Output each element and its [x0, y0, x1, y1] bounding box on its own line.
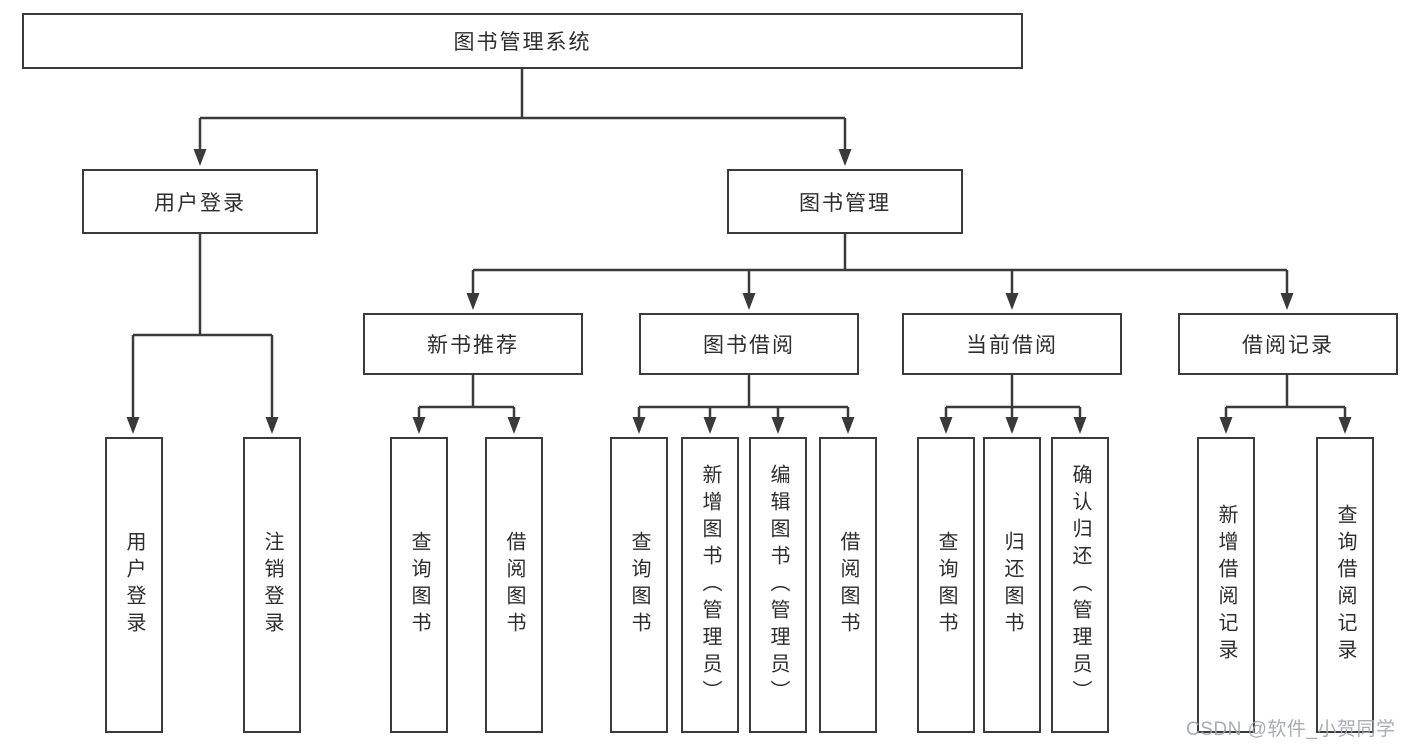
leaf-label: 编辑图书（管理员） — [767, 463, 789, 707]
node-user-login: 用户登录 — [82, 169, 318, 234]
leaf-label: 归还图书 — [1001, 531, 1023, 639]
leaf-label: 注销登录 — [261, 531, 283, 639]
leaf-bb-add-books-admin: 新增图书（管理员） — [681, 437, 739, 733]
leaf-label: 借阅图书 — [503, 531, 525, 639]
node-current-borrow: 当前借阅 — [902, 313, 1122, 375]
leaf-label: 新增借阅记录 — [1215, 504, 1237, 666]
leaf-label: 新增图书（管理员） — [699, 463, 721, 707]
leaf-br-query-record: 查询借阅记录 — [1316, 437, 1374, 733]
leaf-label: 查询图书 — [408, 531, 430, 639]
node-library-management-system: 图书管理系统 — [22, 13, 1023, 69]
leaf-cb-confirm-return-admin: 确认归还（管理员） — [1051, 437, 1109, 733]
leaf-bb-query-books: 查询图书 — [610, 437, 668, 733]
leaf-label: 查询图书 — [935, 531, 957, 639]
node-book-management: 图书管理 — [727, 169, 963, 234]
leaf-cb-query-books: 查询图书 — [917, 437, 975, 733]
leaf-label: 用户登录 — [123, 531, 145, 639]
node-book-borrow: 图书借阅 — [639, 313, 859, 375]
leaf-logout-login: 注销登录 — [243, 437, 301, 733]
leaf-label: 借阅图书 — [837, 531, 859, 639]
leaf-nbr-query-books: 查询图书 — [390, 437, 448, 733]
leaf-cb-return-books: 归还图书 — [983, 437, 1041, 733]
node-new-book-recommend: 新书推荐 — [363, 313, 583, 375]
leaf-label: 确认归还（管理员） — [1069, 463, 1091, 707]
leaf-br-add-record: 新增借阅记录 — [1197, 437, 1255, 733]
node-borrow-records: 借阅记录 — [1178, 313, 1398, 375]
leaf-label: 查询图书 — [628, 531, 650, 639]
leaf-bb-borrow-books: 借阅图书 — [819, 437, 877, 733]
leaf-label: 查询借阅记录 — [1334, 504, 1356, 666]
leaf-user-login: 用户登录 — [105, 437, 163, 733]
leaf-bb-edit-books-admin: 编辑图书（管理员） — [749, 437, 807, 733]
leaf-nbr-borrow-books: 借阅图书 — [485, 437, 543, 733]
